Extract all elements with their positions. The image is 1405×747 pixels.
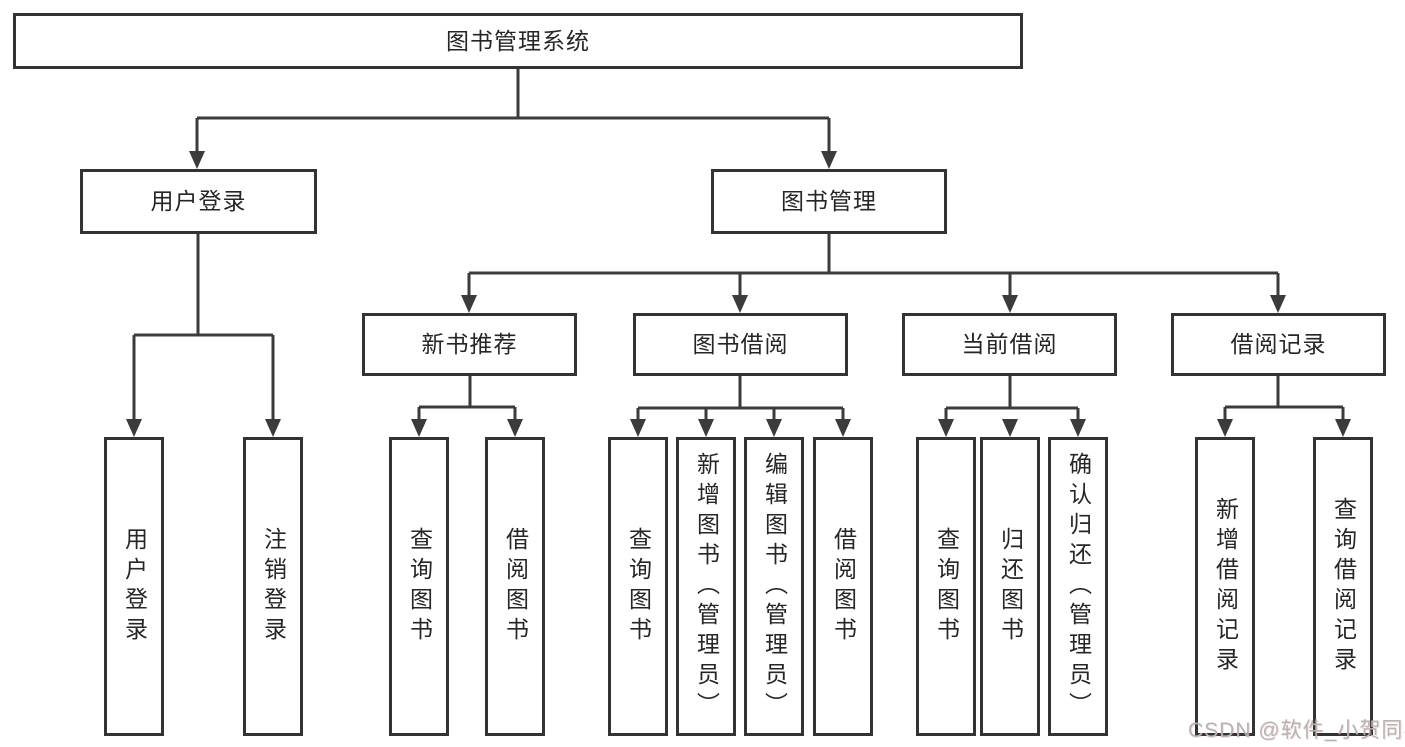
node-library-management-system: 图书管理系统 <box>13 13 1023 69</box>
connector-borrowing-records-to-leaves <box>1217 376 1351 437</box>
connector-book-management-to-level3 <box>461 234 1286 313</box>
arrowhead-icon <box>411 419 427 437</box>
arrowhead-icon <box>938 419 954 437</box>
node-label: 图书借阅 <box>692 331 789 357</box>
arrowhead-icon <box>1002 295 1018 313</box>
leaf-confirm-return-admin: 确认归还（管理员） <box>1048 437 1108 736</box>
node-label: 查询图书 <box>406 526 433 647</box>
node-label: 借阅记录 <box>1230 331 1327 357</box>
arrowhead-icon <box>1335 419 1351 437</box>
leaf-user-login: 用户登录 <box>104 437 164 736</box>
arrowhead-icon <box>461 295 477 313</box>
connector-new-book-recommend-to-leaves <box>411 376 523 437</box>
connector-current-borrowing-to-leaves <box>938 376 1086 437</box>
arrowhead-icon <box>766 419 782 437</box>
node-label: 用户登录 <box>121 526 148 647</box>
node-label: 编辑图书（管理员） <box>761 451 788 722</box>
connector-user-login-to-leaves <box>126 234 281 437</box>
node-book-borrowing: 图书借阅 <box>633 313 848 376</box>
node-user-login: 用户登录 <box>80 169 317 234</box>
node-label: 当前借阅 <box>961 331 1058 357</box>
connector-book-borrowing-to-leaves <box>630 376 851 437</box>
arrowhead-icon <box>1270 295 1286 313</box>
node-label: 查询图书 <box>933 526 960 647</box>
node-book-management: 图书管理 <box>711 169 947 234</box>
watermark: CSDN @软件_小贺同学 <box>1188 719 1405 742</box>
arrowhead-icon <box>1217 419 1233 437</box>
arrowhead-icon <box>821 151 837 169</box>
node-label: 新增图书（管理员） <box>693 451 720 722</box>
leaf-borrow-books-recommend: 借阅图书 <box>485 437 545 736</box>
arrowhead-icon <box>732 295 748 313</box>
arrowhead-icon <box>698 419 714 437</box>
arrowhead-icon <box>835 419 851 437</box>
arrowhead-icon <box>630 419 646 437</box>
leaf-query-books-borrowing: 查询图书 <box>608 437 668 736</box>
leaf-logout: 注销登录 <box>243 437 303 736</box>
node-label: 确认归还（管理员） <box>1065 451 1092 722</box>
arrowhead-icon <box>1070 419 1086 437</box>
leaf-borrow-books: 借阅图书 <box>813 437 873 736</box>
node-current-borrowing: 当前借阅 <box>902 313 1117 376</box>
node-label: 用户登录 <box>150 188 247 214</box>
leaf-edit-book-admin: 编辑图书（管理员） <box>744 437 804 736</box>
node-label: 借阅图书 <box>830 526 857 647</box>
node-label: 借阅图书 <box>502 526 529 647</box>
arrowhead-icon <box>507 419 523 437</box>
leaf-add-borrow-record: 新增借阅记录 <box>1195 437 1255 736</box>
node-borrowing-records: 借阅记录 <box>1171 313 1386 376</box>
node-label: 图书管理系统 <box>446 27 590 54</box>
arrowhead-icon <box>1002 419 1018 437</box>
node-new-book-recommend: 新书推荐 <box>362 313 577 376</box>
leaf-query-borrow-record: 查询借阅记录 <box>1313 437 1373 736</box>
node-label: 查询图书 <box>625 526 652 647</box>
connector-root-to-level2 <box>189 69 837 169</box>
node-label: 注销登录 <box>260 526 287 647</box>
leaf-add-book-admin: 新增图书（管理员） <box>676 437 736 736</box>
arrowhead-icon <box>265 419 281 437</box>
arrowhead-icon <box>126 419 142 437</box>
leaf-query-books-current: 查询图书 <box>916 437 976 736</box>
leaf-return-books: 归还图书 <box>980 437 1040 736</box>
node-label: 图书管理 <box>781 188 877 214</box>
node-label: 查询借阅记录 <box>1330 496 1357 677</box>
node-label: 归还图书 <box>997 526 1024 647</box>
leaf-query-books-recommend: 查询图书 <box>389 437 449 736</box>
arrowhead-icon <box>189 151 205 169</box>
node-label: 新书推荐 <box>421 331 518 357</box>
node-label: 新增借阅记录 <box>1212 496 1239 677</box>
